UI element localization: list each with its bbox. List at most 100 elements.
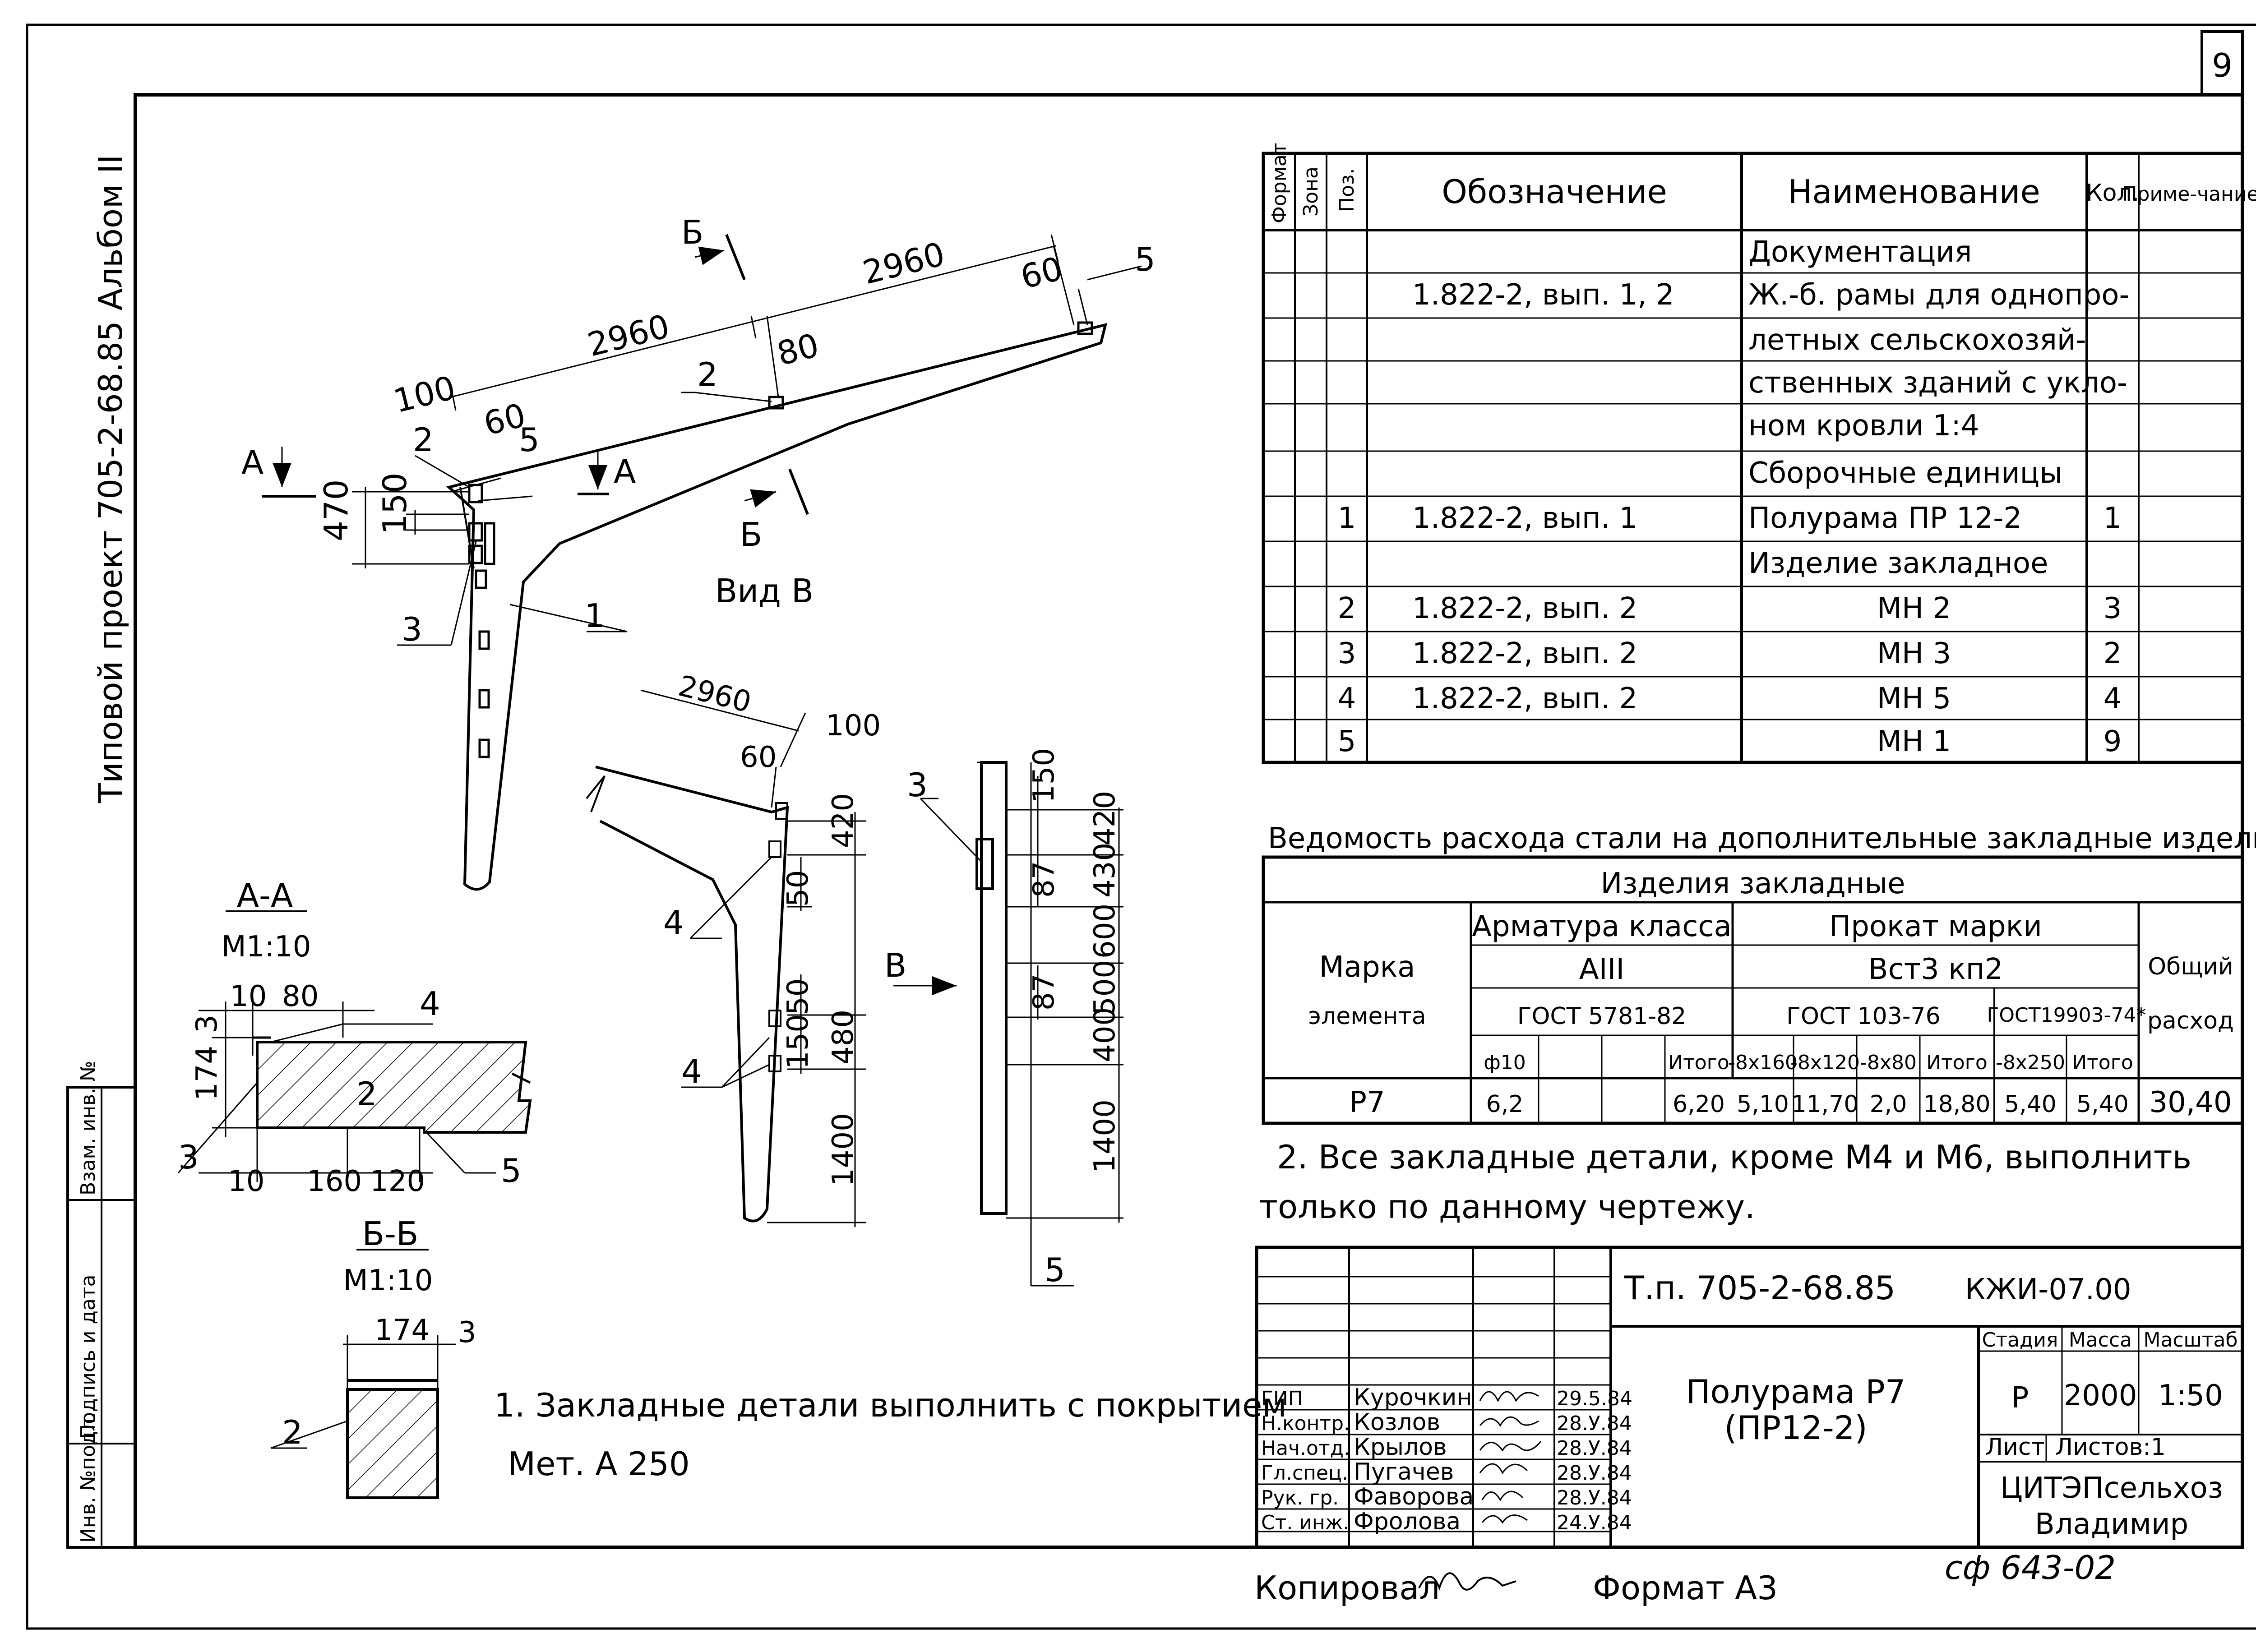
- dim-section-aa: 120: [370, 1165, 425, 1198]
- signature-name: Пугачев: [1354, 1458, 1454, 1486]
- dim-main: Б: [740, 516, 762, 554]
- dim-main: 2960: [584, 307, 673, 364]
- spec-row-name: МН 2: [1877, 592, 1951, 625]
- armature-gost: ГОСТ 5781-82: [1517, 1003, 1687, 1030]
- dim-section: 150: [1027, 748, 1061, 803]
- dim-main: 2: [697, 355, 718, 393]
- dim-section: 400: [1088, 1007, 1122, 1062]
- section-aa-scale: М1:10: [222, 930, 311, 964]
- rolled-gost-1: ГОСТ 103-76: [1786, 1003, 1940, 1030]
- spec-table-headers: Формат Зона Поз. Обозначение Наименовани…: [1268, 143, 2256, 223]
- dim-section: 420: [1088, 791, 1122, 846]
- steel-row-value: 6,2: [1486, 1091, 1524, 1118]
- rolled-grade: Вст3 кп2: [1868, 953, 2003, 986]
- spec-row-designation: 1.822-2, вып. 2: [1412, 592, 1637, 625]
- stamp-sign: Подпись и дата: [77, 1275, 100, 1439]
- side-stamp: Инв. №подл. Подпись и дата Взам. инв. №: [66, 1061, 137, 1549]
- dim-main: 80: [773, 326, 823, 373]
- drawing-title: Полурама Р7: [1686, 1373, 1905, 1411]
- side-section: [975, 761, 1008, 1215]
- signature-role: Гл.спец.: [1261, 1462, 1348, 1485]
- spec-row-name: МН 3: [1877, 637, 1951, 670]
- hdr-designation: Обозначение: [1442, 173, 1667, 211]
- dim-section-aa: 80: [282, 980, 319, 1013]
- steel-row-value: 5,40: [2076, 1091, 2129, 1118]
- dim-main: 60: [1017, 249, 1066, 296]
- section-aa: [177, 1001, 532, 1182]
- stamp-replace: Взам. инв. №: [77, 1061, 100, 1195]
- spec-row-name: летных сельскохозяй-: [1748, 323, 2086, 357]
- armature-grade: АIII: [1579, 953, 1624, 986]
- main-elevation-embeds: [468, 321, 1093, 758]
- title-block: [1255, 1246, 2244, 1549]
- scale-value: 1:50: [2158, 1379, 2223, 1412]
- scale-label: Масштаб: [2143, 1329, 2238, 1352]
- dim-section-aa: 3: [190, 1015, 224, 1033]
- dim-view-b: 1400: [827, 1113, 860, 1186]
- signature-role: Рук. гр.: [1261, 1486, 1339, 1509]
- spec-row-designation: 1.822-2, вып. 2: [1412, 637, 1637, 670]
- view-and-section-dimension-labels: 2960100604205050480150140044150420430600…: [663, 669, 1122, 1289]
- steel-col-header: Итого: [2072, 1051, 2133, 1074]
- dim-main: А: [614, 452, 636, 490]
- mass-label: Масса: [2069, 1329, 2132, 1352]
- drawing-code: КЖИ-07.00: [1965, 1273, 2131, 1306]
- spec-row-designation: 1.822-2, вып. 1, 2: [1412, 278, 1674, 312]
- dim-section-aa: 3: [178, 1138, 199, 1176]
- steel-row-value: 2,0: [1870, 1091, 1907, 1118]
- stage-value: Р: [2011, 1381, 2029, 1415]
- signature-name: Козлов: [1354, 1409, 1440, 1436]
- spec-row-pos: 3: [1338, 637, 1356, 670]
- dim-main: 2960: [859, 235, 948, 292]
- dim-view-b: 420: [827, 793, 860, 848]
- main-elevation-dims: [262, 234, 1142, 646]
- rolled-gost-2: ГОСТ19903-74*: [1987, 1004, 2146, 1027]
- signature-date: 29.5.84: [1557, 1387, 1632, 1410]
- title-block-text: Т.п. 705-2-68.85 КЖИ-07.00 Полурама Р7 (…: [1624, 1269, 2238, 1541]
- spec-row-name: ном кровли 1:4: [1748, 409, 1979, 443]
- dim-view-b: 50: [781, 870, 815, 907]
- rolled-header: Прокат марки: [1829, 910, 2042, 943]
- signature-name: Курочкин: [1354, 1384, 1472, 1411]
- steel-col-header: Итого: [1668, 1051, 1729, 1074]
- signature-date: 28.У.84: [1557, 1486, 1632, 1509]
- main-elevation: [446, 323, 1108, 891]
- dim-main: 2: [413, 421, 434, 459]
- hdr-zone: Зона: [1299, 166, 1322, 217]
- dim-section: 3: [907, 766, 928, 804]
- steel-table-title: Ведомость расхода стали на дополнительны…: [1268, 822, 2256, 855]
- footer-format: Формат А3: [1593, 1569, 1778, 1607]
- signature-role: Нач.отд.: [1261, 1437, 1350, 1460]
- dim-view-b: 4: [663, 904, 684, 941]
- dim-section-aa: 4: [420, 985, 440, 1023]
- dim-section: 500: [1088, 960, 1122, 1015]
- signature-name: Крылов: [1354, 1434, 1447, 1461]
- spec-row-pos: 1: [1338, 502, 1356, 535]
- signature-date: 24.У.84: [1557, 1511, 1632, 1534]
- spec-row-pos: 5: [1338, 725, 1356, 758]
- signature-date: 28.У.84: [1557, 1412, 1632, 1435]
- dim-section-aa: 10: [230, 980, 267, 1013]
- spec-row-designation: 1.822-2, вып. 1: [1412, 502, 1637, 535]
- drawing-subtitle: (ПР12-2): [1724, 1409, 1867, 1447]
- note-2-line-2: только по данному чертежу.: [1259, 1188, 1755, 1226]
- stage-label: Стадия: [1982, 1329, 2058, 1352]
- steel-group-header: Изделия закладные: [1601, 867, 1905, 900]
- dim-view-b: 150: [781, 1014, 815, 1069]
- mark-header-1: Марка: [1319, 951, 1415, 984]
- sheets-label: Листов:1: [2055, 1434, 2166, 1461]
- page-number-box: [2201, 30, 2244, 96]
- total-header-2: расход: [2147, 1007, 2234, 1034]
- steel-row-value: 5,40: [2004, 1091, 2057, 1118]
- dim-main: А: [241, 443, 264, 481]
- dim-section-aa: 174: [190, 1046, 224, 1101]
- dim-main: 1: [584, 597, 605, 635]
- steel-row-value: 18,80: [1923, 1091, 1991, 1118]
- sheet-label: Лист: [1985, 1434, 2045, 1461]
